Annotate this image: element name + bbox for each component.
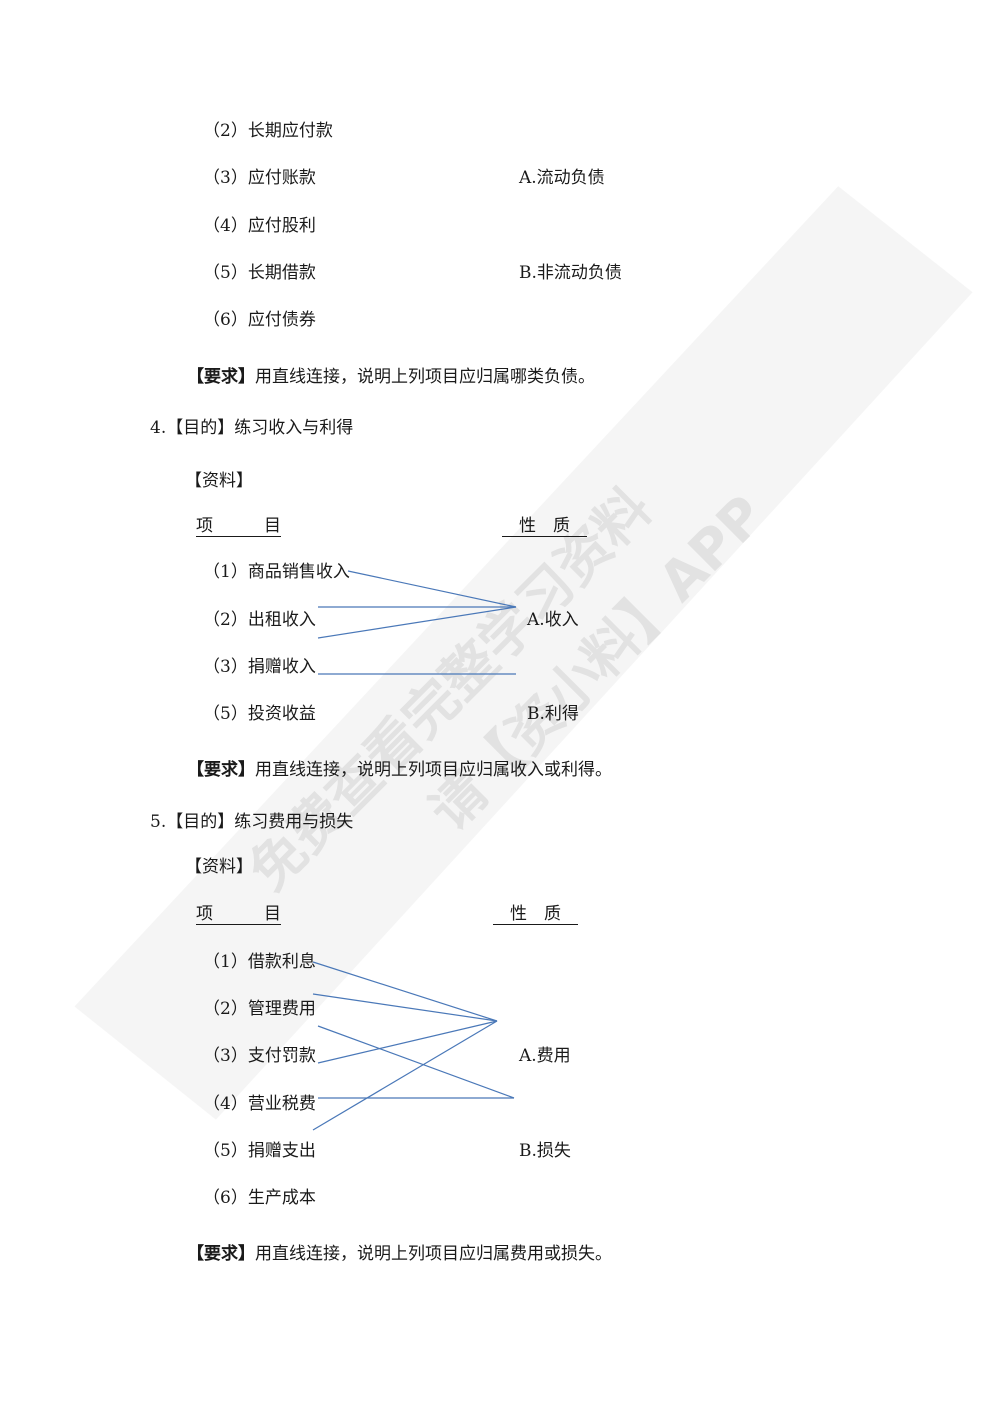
option-item: B.非流动负债: [519, 263, 622, 283]
list-item: （5）投资收益: [203, 704, 316, 724]
requirement-text: 用直线连接，说明上列项目应归属费用或损失。: [255, 1244, 612, 1264]
connector-line: [312, 1020, 498, 1131]
material-label: 【资料】: [185, 471, 253, 491]
requirement: 【要求】用直线连接，说明上列项目应归属哪类负债。: [187, 367, 595, 387]
column-header-nature: 性 质: [493, 904, 578, 924]
list-item: （2）出租收入: [203, 610, 316, 630]
column-header-items: 项 目: [196, 904, 281, 924]
requirement-tag: 【要求】: [187, 367, 255, 387]
connector-line: [312, 993, 498, 1022]
list-item: （4）营业税费: [203, 1094, 316, 1114]
connector-line: [317, 606, 517, 639]
section-heading: 5.【目的】练习费用与损失: [150, 812, 354, 832]
list-item: （4）应付股利: [203, 216, 316, 236]
list-item: （5）捐赠支出: [203, 1141, 316, 1161]
column-header-nature: 性 质: [502, 516, 587, 536]
list-item: （1）借款利息: [203, 952, 316, 972]
connector-line: [317, 1020, 498, 1064]
list-item: （5）长期借款: [203, 263, 316, 283]
list-item: （3）支付罚款: [203, 1046, 316, 1066]
option-item: A.费用: [519, 1046, 571, 1066]
option-item: A.流动负债: [519, 168, 605, 188]
requirement-tag: 【要求】: [187, 1244, 255, 1264]
requirement-text: 用直线连接，说明上列项目应归属哪类负债。: [255, 367, 595, 387]
material-label: 【资料】: [185, 857, 253, 877]
section-heading: 4.【目的】练习收入与利得: [150, 418, 354, 438]
list-item: （6）应付债券: [203, 310, 316, 330]
requirement-tag: 【要求】: [187, 760, 255, 780]
requirement: 【要求】用直线连接，说明上列项目应归属费用或损失。: [187, 1244, 612, 1264]
connector-line: [317, 1025, 515, 1099]
column-header-items: 项 目: [196, 516, 281, 536]
requirement: 【要求】用直线连接，说明上列项目应归属收入或利得。: [187, 760, 612, 780]
list-item: （2）管理费用: [203, 999, 316, 1019]
option-item: B.损失: [519, 1141, 571, 1161]
list-item: （3）捐赠收入: [203, 657, 316, 677]
connector-line: [347, 570, 517, 608]
list-item: （3）应付账款: [203, 168, 316, 188]
list-item: （1）商品销售收入: [203, 562, 350, 582]
option-item: B.利得: [527, 704, 579, 724]
requirement-text: 用直线连接，说明上列项目应归属收入或利得。: [255, 760, 612, 780]
list-item: （6）生产成本: [203, 1188, 316, 1208]
connector-line: [312, 961, 498, 1022]
list-item: （2）长期应付款: [203, 121, 333, 141]
option-item: A.收入: [527, 610, 579, 630]
